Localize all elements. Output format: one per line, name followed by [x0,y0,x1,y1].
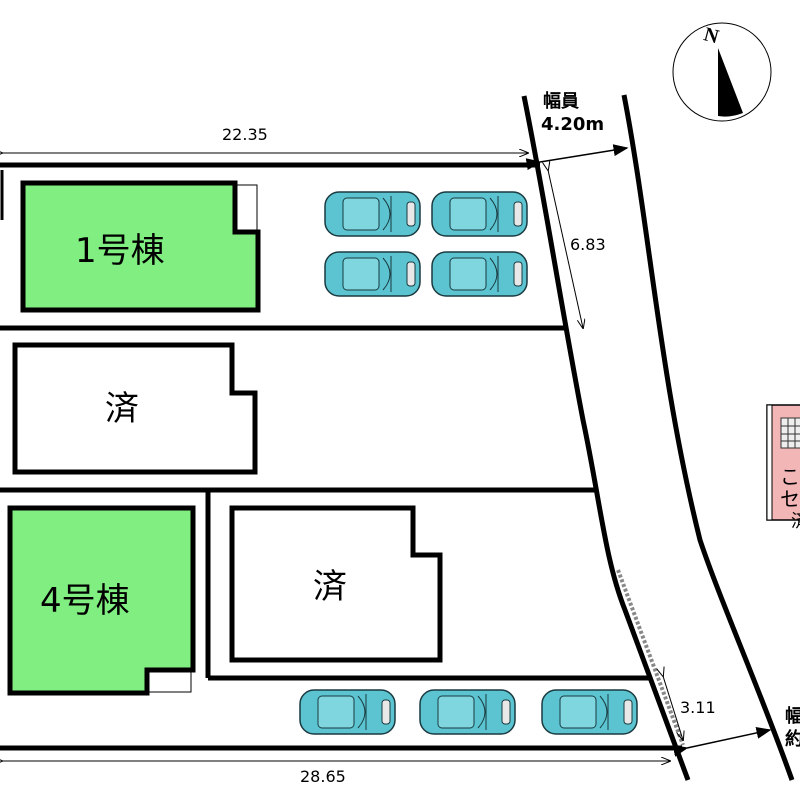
building-1-label: 1号棟 [75,231,165,271]
car-icon [431,191,528,237]
car-icon [419,689,516,735]
building-sold-1-label: 済 [105,389,139,429]
road-width-value: 4.20m [541,114,604,135]
frontage-bottom-dimension [663,676,683,740]
frontage-top-dimension [548,170,583,328]
facility-text-2: セ [780,487,800,511]
lot-lines [0,162,682,751]
facility-text-1: こ [780,465,800,489]
road-width-label-right: 幅 [785,705,800,727]
nearby-facility: こ セ 済 [766,404,800,532]
frontage-top-label: 6.83 [570,235,606,254]
compass: N [672,22,772,122]
car-icon [324,251,421,297]
road-width-dimension-bottom [672,726,772,757]
north-arrow-icon [718,48,743,117]
building-4-label: 4号棟 [40,581,130,621]
road-edge-right [621,94,795,781]
building-sold-2: 済 [229,505,443,663]
frontage-bottom-label: 3.11 [680,698,716,717]
road-width-value-right: 約 [785,728,800,750]
building-4[interactable]: 4号棟 [7,505,196,696]
road-width-dimension [525,144,629,171]
car-icon [299,689,396,735]
road-width-label: 幅員 [543,90,579,112]
car-icon [324,191,421,237]
building-sold-1: 済 [12,342,258,475]
compass-n-label: N [701,23,721,48]
bottom-width-label: 28.65 [300,767,346,786]
compass-circle [672,22,772,122]
road-edge-left [521,95,691,781]
building-sold-2-label: 済 [313,567,347,607]
car-icon [431,251,528,297]
car-icon [541,689,638,735]
facility-text-3: 済 [791,511,800,532]
top-width-label: 22.35 [222,125,268,144]
building-1[interactable]: 1号棟 [20,180,261,313]
